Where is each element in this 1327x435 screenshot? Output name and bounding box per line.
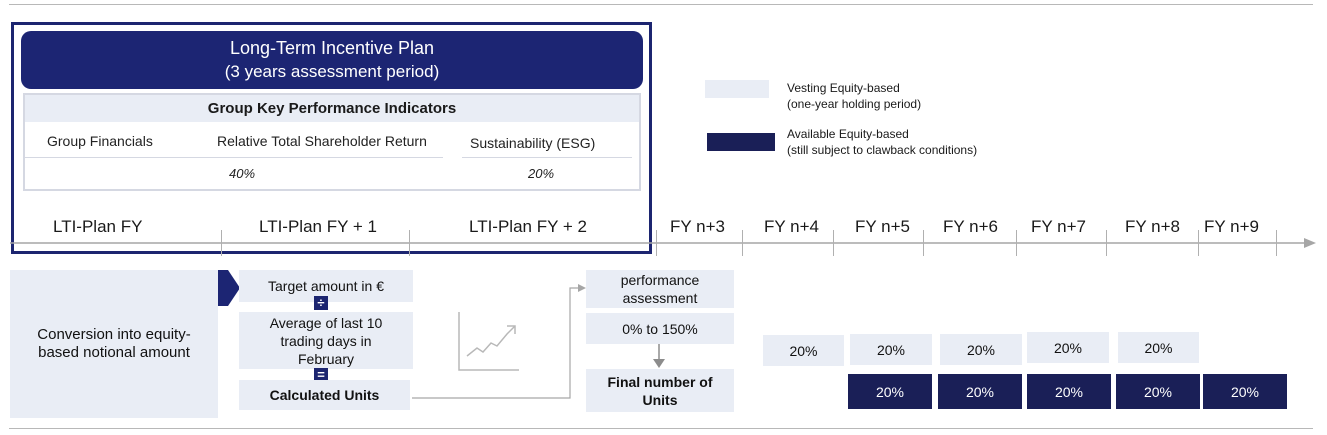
vesting-cell: 20% — [940, 334, 1022, 365]
available-cell: 20% — [1027, 374, 1111, 409]
timeline-tick — [833, 230, 834, 256]
timeline-label: LTI-Plan FY — [53, 217, 143, 236]
timeline-tick — [742, 230, 743, 256]
performance-assessment-box: performance assessment — [586, 270, 734, 308]
kpi-weight-esg: 20% — [528, 166, 555, 181]
timeline-tick — [221, 230, 222, 256]
timeline-tick — [923, 230, 924, 256]
kpi-separator-right — [462, 157, 632, 158]
top-rule — [9, 4, 1313, 5]
timeline-label: FY n+8 — [1125, 217, 1180, 236]
legend-vesting-text: Vesting Equity-based (one-year holding p… — [787, 81, 922, 111]
kpi-title: Group Key Performance Indicators — [25, 95, 639, 122]
vesting-cell: 20% — [763, 335, 844, 366]
equals-icon: = — [314, 368, 328, 382]
conversion-box: Conversion into equity-based notional am… — [10, 270, 218, 418]
bottom-rule — [9, 428, 1313, 429]
divide-icon: ÷ — [314, 296, 328, 310]
final-units-box: Final number of Units — [586, 369, 734, 412]
vesting-cell: 20% — [1118, 332, 1199, 363]
available-cell: 20% — [938, 374, 1022, 409]
chevron-right-icon — [218, 270, 240, 306]
plan-header: Long-Term Incentive Plan (3 years assess… — [21, 31, 643, 89]
available-cell: 20% — [1116, 374, 1200, 409]
connector-arrow — [412, 284, 586, 399]
timeline-tick — [1198, 230, 1199, 256]
average-box: Average of last 10 trading days in Febru… — [239, 312, 413, 369]
legend-available-text: Available Equity-based (still subject to… — [787, 127, 978, 157]
kpi-panel: Group Key Performance Indicators Group F… — [23, 93, 641, 191]
timeline-tick — [656, 230, 657, 256]
kpi-sustainability: Sustainability (ESG) — [470, 135, 596, 151]
down-arrow-icon — [653, 344, 665, 368]
kpi-group-financials: Group Financials — [47, 133, 153, 149]
timeline-tick — [1106, 230, 1107, 256]
vesting-cell: 20% — [850, 334, 932, 365]
timeline-label: FY n+6 — [943, 217, 998, 236]
available-cell: 20% — [848, 374, 932, 409]
legend-vesting-swatch — [705, 80, 769, 98]
trend-chart-icon — [458, 312, 519, 371]
plan-subtitle: (3 years assessment period) — [224, 62, 440, 81]
timeline-tick — [1276, 230, 1277, 256]
kpi-separator-left — [25, 157, 443, 158]
timeline-tick — [1016, 230, 1017, 256]
timeline-label: FY n+5 — [855, 217, 910, 236]
timeline-label: LTI-Plan FY + 1 — [259, 217, 377, 236]
timeline-tick — [409, 230, 410, 256]
vesting-cell: 20% — [1027, 332, 1109, 363]
timeline-label: FY n+3 — [670, 217, 725, 236]
timeline-label: LTI-Plan FY + 2 — [469, 217, 587, 236]
timeline-label: FY n+4 — [764, 217, 819, 236]
timeline-label: FY n+7 — [1031, 217, 1086, 236]
legend-available-swatch — [707, 133, 775, 151]
timeline-arrow — [10, 238, 1316, 248]
plan-title: Long-Term Incentive Plan — [229, 38, 435, 58]
lti-plan-frame — [11, 22, 652, 254]
timeline-label: FY n+9 — [1204, 217, 1259, 236]
calculated-units-box: Calculated Units — [239, 380, 410, 410]
available-cell: 20% — [1203, 374, 1287, 409]
range-box: 0% to 150% — [586, 313, 734, 344]
kpi-weight-tsr: 40% — [229, 166, 256, 181]
kpi-relative-tsr: Relative Total Shareholder Return — [217, 133, 427, 149]
